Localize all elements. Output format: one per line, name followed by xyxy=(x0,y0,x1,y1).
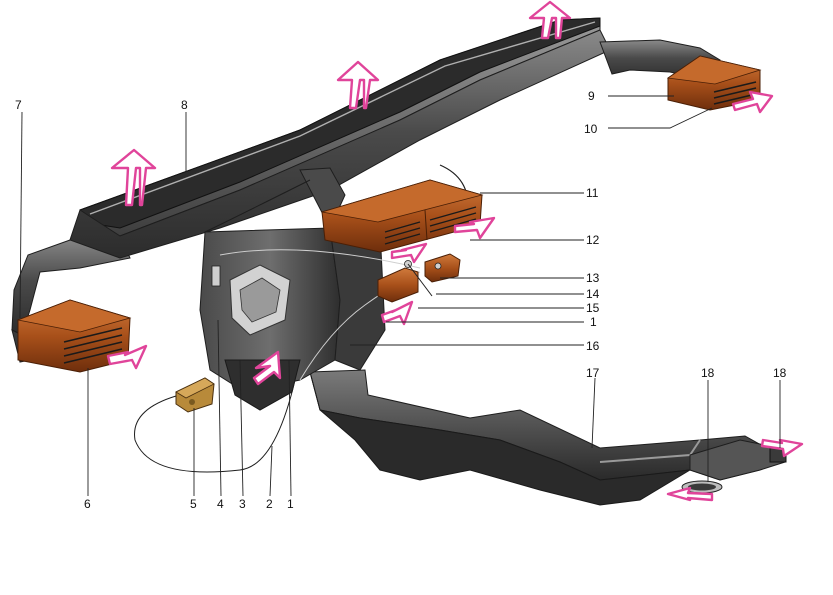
callout-7: 7 xyxy=(15,98,22,112)
airflow-arrow-icon xyxy=(380,300,414,326)
callout-12: 12 xyxy=(586,233,600,247)
callout-8: 8 xyxy=(181,98,188,112)
callout-1-right: 1 xyxy=(590,315,597,329)
callout-6: 6 xyxy=(84,497,91,511)
airflow-arrow-icon xyxy=(760,438,804,458)
callout-10: 10 xyxy=(584,122,598,136)
callout-13: 13 xyxy=(586,271,600,285)
callout-18-left: 18 xyxy=(701,366,715,380)
callout-16: 16 xyxy=(586,339,600,353)
central-nozzles xyxy=(321,179,484,253)
airflow-arrow-icon xyxy=(528,0,572,40)
callout-3: 3 xyxy=(239,497,246,511)
remote-control-unit xyxy=(134,377,296,473)
callout-2: 2 xyxy=(266,497,273,511)
callout-4: 4 xyxy=(217,497,224,511)
leader-lines xyxy=(19,95,781,497)
right-nozzle-grille xyxy=(713,81,757,105)
callout-1-bottom: 1 xyxy=(287,497,294,511)
airflow-arrow-icon xyxy=(453,216,496,240)
floor-duct xyxy=(309,369,787,506)
callout-17: 17 xyxy=(586,366,600,380)
airflow-arrow-icon xyxy=(336,60,380,110)
right-nozzle xyxy=(666,55,762,111)
callout-11: 11 xyxy=(586,186,599,200)
airflow-arrows xyxy=(106,0,804,502)
central-nozzle-grille xyxy=(384,206,477,245)
callout-9: 9 xyxy=(588,89,595,103)
airflow-arrow-icon xyxy=(252,350,282,386)
upper-duct xyxy=(69,17,611,259)
left-nozzle-grille xyxy=(63,327,123,364)
airflow-arrow-icon xyxy=(666,486,714,502)
callout-labels: 7 8 9 10 11 12 13 14 15 1 16 17 18 18 6 … xyxy=(15,89,787,511)
callout-5: 5 xyxy=(190,497,197,511)
airflow-arrow-icon xyxy=(110,148,157,207)
callout-14: 14 xyxy=(586,287,600,301)
left-nozzle xyxy=(16,299,132,373)
callout-15: 15 xyxy=(586,301,600,315)
airflow-arrow-icon xyxy=(731,90,774,114)
control-valves xyxy=(377,253,461,303)
airflow-arrow-icon xyxy=(106,344,148,370)
airflow-arrow-icon xyxy=(390,242,428,264)
callout-18-right: 18 xyxy=(773,366,787,380)
